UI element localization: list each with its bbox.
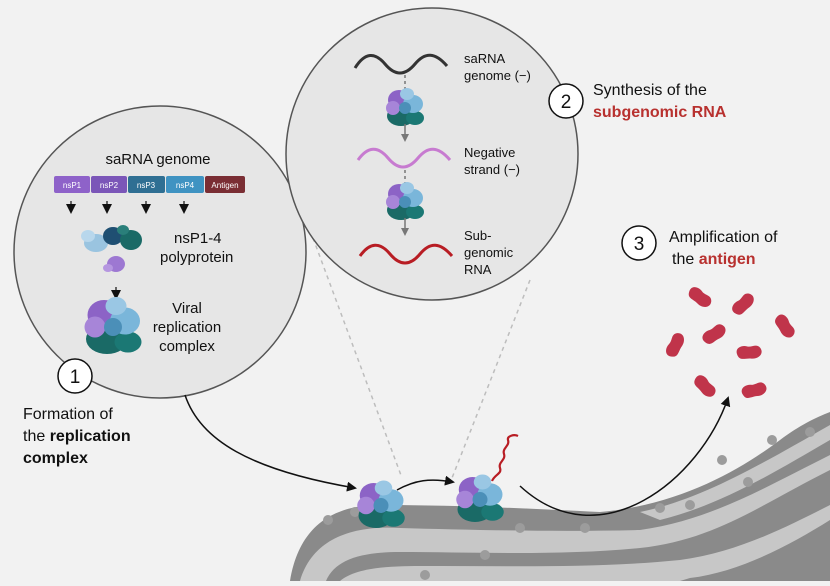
translation-arrows <box>66 201 189 214</box>
antigen-protein <box>690 373 720 400</box>
antigen-protein <box>665 331 686 359</box>
step-3-line2-bold: antigen <box>699 251 756 268</box>
genome-bar: nsP1 nsP2 nsP3 nsP4 Antigen <box>54 176 245 193</box>
antigen-protein <box>685 285 715 309</box>
negative-label-line1: Negative <box>464 145 515 160</box>
step-1-line1: Formation of <box>23 406 113 423</box>
panel-1-circle: saRNA genome nsP1 nsP2 nsP3 nsP4 Antigen <box>13 105 307 399</box>
genome-label-line1: saRNA <box>464 51 506 66</box>
genome-label-line2: genome (−) <box>464 68 531 83</box>
step-3-line2: the antigen <box>672 251 756 268</box>
step-1-badge <box>57 358 93 394</box>
step-3-line1: Amplification of <box>669 229 778 246</box>
step-1-line3: complex <box>23 450 88 467</box>
segment-antigen-label: Antigen <box>211 181 238 190</box>
subgenomic-rna-wave <box>358 243 454 265</box>
antigen-protein <box>735 340 764 364</box>
step-2-line2: subgenomic RNA <box>593 104 727 121</box>
polyprotein-label-line2: polyprotein <box>160 249 233 266</box>
negative-strand-wave <box>356 147 452 169</box>
step-2: 2 Synthesis of the subgenomic RNA <box>548 82 727 121</box>
segment-nsp4 <box>166 176 204 193</box>
segment-nsp3-label: nsP3 <box>137 181 156 190</box>
step-3-badge <box>621 225 657 261</box>
antigen-protein <box>739 376 769 404</box>
sub-label-line3: RNA <box>464 262 492 277</box>
antigen-protein <box>730 289 757 319</box>
segment-nsp1 <box>54 176 90 193</box>
flow-arrow-1 <box>184 394 357 492</box>
sub-label-line1: Sub- <box>464 228 491 243</box>
panel-2-circle: saRNA genome (−) Negative strand (−) Sub… <box>285 7 579 301</box>
negative-label-line2: strand (−) <box>464 162 520 177</box>
complex-label-line1: Viral <box>172 300 202 317</box>
segment-nsp1-label: nsP1 <box>63 181 82 190</box>
step-1-line2-bold: replication <box>50 428 131 445</box>
complex-label-line2: replication <box>153 319 221 336</box>
endoplasmic-reticulum <box>290 412 830 581</box>
flow-arrow-2 <box>396 475 455 491</box>
segment-nsp2 <box>91 176 127 193</box>
step-1-line2: the replication <box>23 428 131 445</box>
complex-label-line3: complex <box>159 338 215 355</box>
zoom-guides <box>312 237 531 479</box>
polyprotein-label-line1: nsP1-4 <box>174 230 222 247</box>
sub-label-line2: genomic <box>464 245 514 260</box>
genome-title: saRNA genome <box>105 151 210 168</box>
antigen-cluster <box>665 285 800 404</box>
step-3: 3 Amplification of the antigen <box>621 225 778 268</box>
segment-nsp4-label: nsP4 <box>176 181 195 190</box>
step-2-line1: Synthesis of the <box>593 82 707 99</box>
step-1-number: 1 <box>70 367 81 388</box>
complex-on-er-right <box>456 474 504 522</box>
step-1: 1 Formation of the replication complex <box>23 358 131 467</box>
step-2-number: 2 <box>561 92 572 113</box>
antigen-protein <box>770 312 800 341</box>
step-1-line2-prefix: the <box>23 428 50 445</box>
antigen-protein <box>700 319 729 349</box>
segment-nsp2-label: nsP2 <box>100 181 119 190</box>
segment-antigen <box>205 176 245 193</box>
flow-arrow-3 <box>519 396 731 517</box>
step-3-line2-prefix: the <box>672 251 699 268</box>
rna-strand-emerging <box>490 434 519 482</box>
polyprotein-icon <box>81 225 142 272</box>
complex-on-er-left <box>357 480 405 528</box>
segment-nsp3 <box>128 176 165 193</box>
step-2-badge <box>548 83 584 119</box>
step-3-number: 3 <box>634 234 645 255</box>
saRNA-genome-wave <box>353 53 449 75</box>
